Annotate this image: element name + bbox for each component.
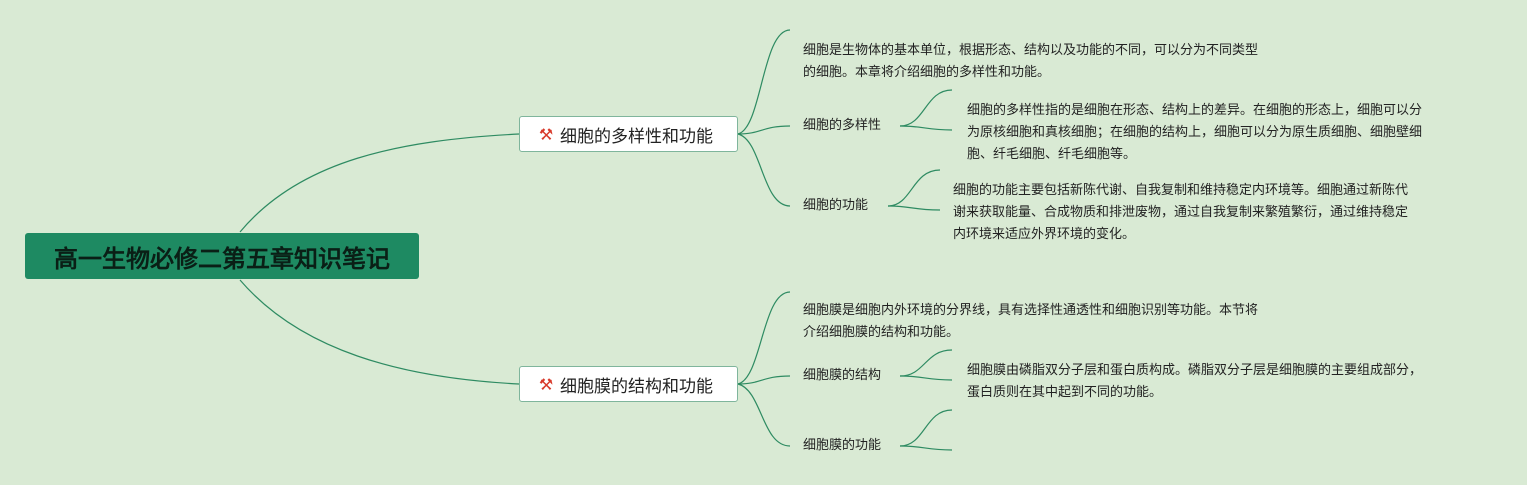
branch-label: 细胞的多样性和功能	[560, 126, 713, 147]
intro-line: 介绍细胞膜的结构和功能。	[803, 325, 960, 340]
connector-b1t1-detail-b	[899, 125, 953, 131]
detail-line: 细胞膜由磷脂双分子层和蛋白质构成。磷脂双分子层是细胞膜的主要组成部分，	[967, 363, 1423, 378]
connector-b2t1-detail	[899, 349, 953, 377]
connector-b1t1-detail	[899, 89, 953, 127]
connector-b1t2-detail-b	[887, 205, 941, 211]
connector-b1-topic2	[737, 133, 791, 207]
connector-b1-intro	[737, 29, 791, 135]
topic-label: 细胞的多样性	[803, 118, 882, 133]
connector-root-branch-1	[239, 133, 520, 233]
connector-root-branch-2	[239, 279, 520, 385]
detail-cell-diversity: 细胞的多样性指的是细胞在形态、结构上的差异。在细胞的形态上，细胞可以分 为原核细…	[967, 100, 1422, 166]
topic-label: 细胞的功能	[803, 198, 869, 213]
intro-line: 细胞膜是细胞内外环境的分界线，具有选择性通透性和细胞识别等功能。本节将	[803, 303, 1259, 318]
connector-b2-intro	[737, 291, 791, 385]
branch-cell-membrane[interactable]: ⚒ 细胞膜的结构和功能	[519, 366, 738, 402]
topic-cell-diversity[interactable]: 细胞的多样性	[803, 115, 881, 137]
intro-line: 细胞是生物体的基本单位，根据形态、结构以及功能的不同，可以分为不同类型	[803, 43, 1259, 58]
detail-line: 胞、纤毛细胞、纤毛细胞等。	[967, 147, 1137, 162]
connector-b2t1-detail-b	[899, 375, 953, 381]
root-topic-title: 高一生物必修二第五章知识笔记	[54, 244, 390, 273]
connector-b2t2-detail	[899, 409, 953, 447]
topic-label: 细胞膜的结构	[803, 368, 882, 383]
detail-line: 细胞的多样性指的是细胞在形态、结构上的差异。在细胞的形态上，细胞可以分	[967, 103, 1423, 118]
detail-line: 为原核细胞和真核细胞；在细胞的结构上，细胞可以分为原生质细胞、细胞壁细	[967, 125, 1423, 140]
detail-line: 蛋白质则在其中起到不同的功能。	[967, 385, 1163, 400]
detail-line: 内环境来适应外界环境的变化。	[953, 227, 1136, 242]
detail-membrane-structure: 细胞膜由磷脂双分子层和蛋白质构成。磷脂双分子层是细胞膜的主要组成部分， 蛋白质则…	[967, 360, 1422, 404]
branch-cell-diversity[interactable]: ⚒ 细胞的多样性和功能	[519, 116, 738, 152]
tools-icon: ⚒	[538, 124, 554, 144]
root-topic[interactable]: 高一生物必修二第五章知识笔记	[25, 233, 419, 279]
tools-icon: ⚒	[538, 374, 554, 394]
topic-label: 细胞膜的功能	[803, 438, 882, 453]
detail-cell-function: 细胞的功能主要包括新陈代谢、自我复制和维持稳定内环境等。细胞通过新陈代 谢来获取…	[953, 180, 1408, 246]
connector-b1-topic1	[737, 125, 791, 135]
branch-label: 细胞膜的结构和功能	[560, 376, 713, 397]
branch-2-intro: 细胞膜是细胞内外环境的分界线，具有选择性通透性和细胞识别等功能。本节将 介绍细胞…	[803, 300, 1258, 344]
topic-membrane-function[interactable]: 细胞膜的功能	[803, 435, 881, 457]
topic-membrane-structure[interactable]: 细胞膜的结构	[803, 365, 881, 387]
detail-line: 谢来获取能量、合成物质和排泄废物，通过自我复制来繁殖繁衍，通过维持稳定	[953, 205, 1409, 220]
connector-b1t2-detail	[887, 169, 941, 207]
connector-b2-topic2	[737, 383, 791, 447]
branch-1-intro: 细胞是生物体的基本单位，根据形态、结构以及功能的不同，可以分为不同类型 的细胞。…	[803, 40, 1258, 84]
intro-line: 的细胞。本章将介绍细胞的多样性和功能。	[803, 65, 1051, 80]
topic-cell-function[interactable]: 细胞的功能	[803, 195, 868, 217]
connector-b2t2-detail-b	[899, 445, 953, 451]
detail-line: 细胞的功能主要包括新陈代谢、自我复制和维持稳定内环境等。细胞通过新陈代	[953, 183, 1409, 198]
connector-b2-topic1	[737, 375, 791, 385]
